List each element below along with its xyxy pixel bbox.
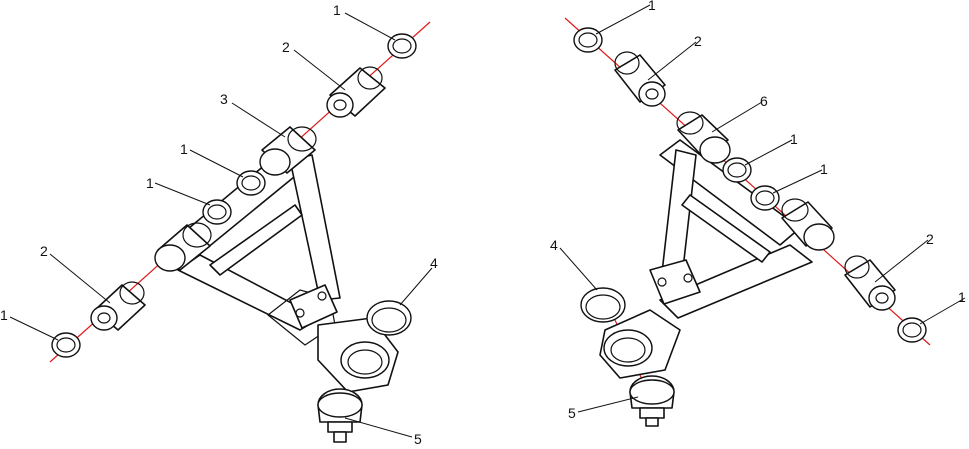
- left-callout-washer-bottom: 1: [0, 307, 8, 323]
- left-washer-mid-b: [202, 199, 232, 225]
- left-ball-joint: [317, 388, 363, 443]
- left-callout-bushing-top: 2: [282, 39, 290, 55]
- left-arm-lower-tube: [154, 222, 212, 272]
- right-washer-mid-b: [750, 185, 780, 211]
- left-bushing-top: [326, 66, 386, 118]
- left-bushing-bottom: [90, 281, 146, 331]
- left-circlip: [366, 300, 412, 336]
- left-arm-frame: [164, 149, 399, 393]
- left-washer-bottom: [51, 332, 81, 358]
- right-callout-bushing-top: 2: [694, 33, 702, 49]
- right-callout-arm-tube: 6: [760, 93, 768, 109]
- right-washer-bottom: [897, 317, 927, 343]
- right-callout-washer-mid-b: 1: [820, 161, 828, 177]
- left-a-arm-assembly: 1 2 3 1 1 2 1 4 5: [0, 2, 438, 447]
- left-callout-washer-mid-b: 1: [146, 175, 154, 191]
- right-callout-washer-mid-a: 1: [790, 131, 798, 147]
- left-callout-washer-mid-a: 1: [180, 141, 188, 157]
- right-callout-circlip: 4: [550, 237, 558, 253]
- right-callout-washer-top: 1: [648, 0, 656, 13]
- right-arm-frame: [599, 139, 813, 379]
- right-ball-joint: [629, 375, 675, 427]
- left-callout-circlip: 4: [430, 255, 438, 271]
- right-bushing-top: [614, 51, 666, 107]
- left-washer-top: [387, 33, 417, 59]
- left-callout-ball-joint: 5: [414, 431, 422, 447]
- right-a-arm-assembly: 1 2 6 1 1 2 1 4 5: [550, 0, 966, 427]
- right-washer-mid-a: [722, 157, 752, 183]
- right-washer-top: [573, 27, 603, 53]
- left-washer-mid-a: [236, 170, 266, 196]
- right-arm-lower-tube: [781, 198, 835, 251]
- right-callout-ball-joint: 5: [568, 405, 576, 421]
- right-bushing-bottom: [844, 255, 896, 311]
- right-callout-washer-bottom: 1: [958, 289, 966, 305]
- right-circlip: [580, 287, 626, 323]
- left-callout-washer-top: 1: [333, 2, 341, 18]
- right-arm-pivot-tube: [676, 111, 731, 164]
- left-callout-arm-tube: 3: [220, 91, 228, 107]
- left-callout-bushing-bottom: 2: [40, 243, 48, 259]
- right-callout-bushing-bottom: 2: [926, 231, 934, 247]
